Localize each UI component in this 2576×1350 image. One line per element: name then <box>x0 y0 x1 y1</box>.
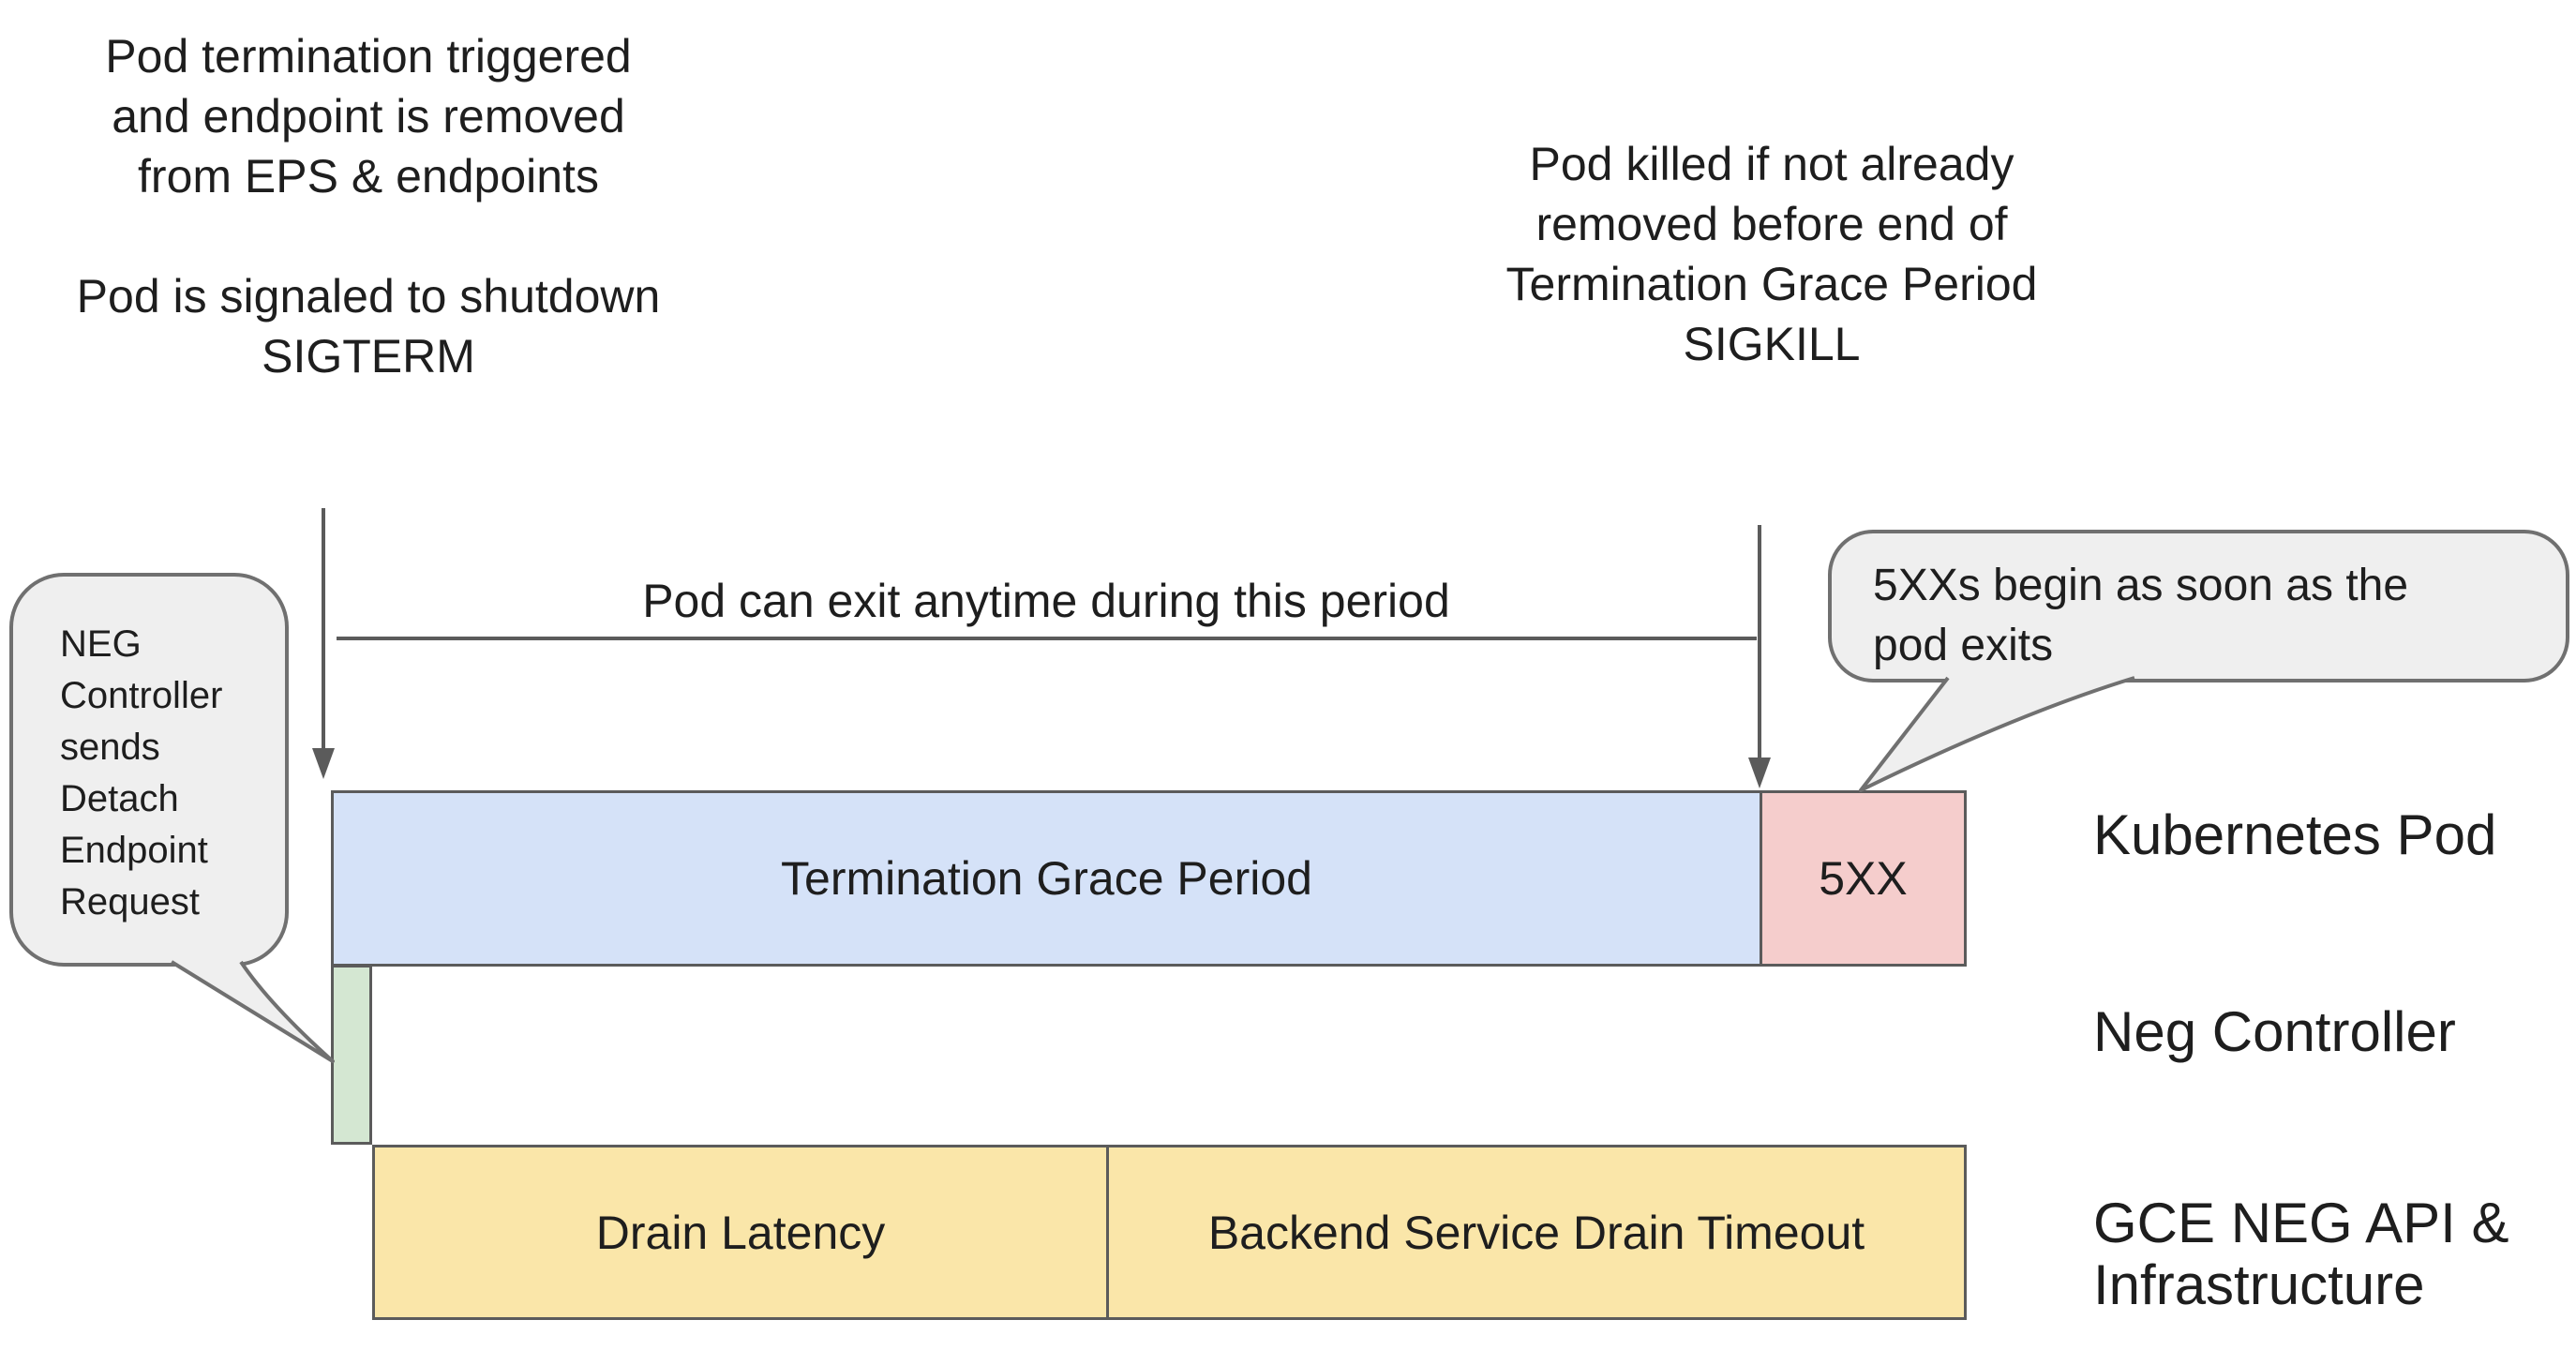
label-neg-controller: Neg Controller <box>2093 1000 2456 1063</box>
sigterm-arrowhead-icon <box>312 748 335 779</box>
annotation-pod-killed-sigkill: Pod killed if not already removed before… <box>1505 138 2038 370</box>
speech-bubble-neg-controller: NEG Controller sends Detach Endpoint Req… <box>9 573 289 967</box>
speech-bubble-neg-controller-text: NEG Controller sends Detach Endpoint Req… <box>60 623 223 922</box>
speech-bubble-neg-controller-tail <box>170 960 335 1063</box>
label-gce-neg-api-infrastructure: GCE NEG API & Infrastructure <box>2093 1192 2509 1316</box>
bar-termination-grace-period: Termination Grace Period <box>331 790 1762 967</box>
bar-backend-service-drain-timeout: Backend Service Drain Timeout <box>1106 1145 1967 1320</box>
speech-bubble-5xx-begin-tail <box>1859 676 2135 792</box>
sigkill-arrowhead-icon <box>1748 758 1771 788</box>
label-kubernetes-pod: Kubernetes Pod <box>2093 803 2497 866</box>
speech-bubble-5xx-begin: 5XXs begin as soon as the pod exits <box>1828 530 2569 682</box>
bar-drain-latency: Drain Latency <box>372 1145 1109 1320</box>
bar-5xx-label: 5XX <box>1819 852 1908 905</box>
bar-termination-grace-period-label: Termination Grace Period <box>781 852 1312 905</box>
bar-drain-latency-label: Drain Latency <box>595 1206 886 1259</box>
bar-backend-service-drain-timeout-label: Backend Service Drain Timeout <box>1207 1206 1865 1259</box>
annotation-pod-can-exit: Pod can exit anytime during this period <box>642 575 1450 627</box>
annotation-pod-termination-sigterm: Pod termination triggered and endpoint i… <box>76 30 661 382</box>
bar-5xx: 5XX <box>1760 790 1967 967</box>
bar-neg-detach-request <box>331 965 372 1145</box>
speech-bubble-5xx-begin-text: 5XXs begin as soon as the pod exits <box>1873 561 2409 670</box>
